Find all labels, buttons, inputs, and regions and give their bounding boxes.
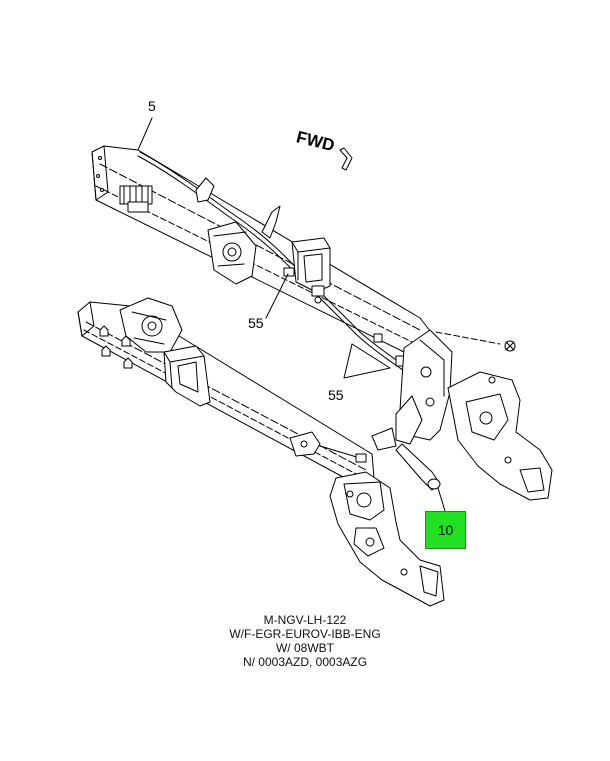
caption-line: W/F-EGR-EUROV-IBB-ENG (229, 627, 381, 641)
fwd-arrow-icon (339, 147, 353, 171)
callout-highlighted-part[interactable]: 10 (425, 511, 466, 549)
upper-rear-hanger (371, 329, 553, 501)
callout-frame-rail: 5 (148, 98, 156, 114)
lower-rear-hanger (329, 471, 445, 607)
upper-spring-hanger (207, 221, 257, 285)
air-horn-part (395, 443, 441, 491)
caption-line: N/ 0003AZD, 0003AZG (242, 655, 368, 669)
leader-lines (137, 117, 446, 512)
lower-box-bracket (163, 345, 211, 407)
diagram-caption: M-NGV-LH-122 W/F-EGR-EUROV-IBB-ENG W/ 08… (0, 613, 610, 669)
upper-clips (283, 267, 407, 367)
fwd-label: FWD (294, 127, 336, 155)
lower-mid-clip (289, 431, 367, 463)
caption-line: W/ 08WBT (275, 641, 334, 655)
callout-clip-upper: 55 (248, 315, 264, 331)
lower-bolts (99, 325, 133, 369)
caption-line: M-NGV-LH-122 (263, 613, 347, 627)
upper-box-bracket (291, 237, 331, 293)
upper-bracket (195, 177, 281, 239)
connector-block (119, 185, 153, 213)
callout-clip-lower: 55 (328, 387, 344, 403)
callout-highlighted-part-label: 10 (437, 522, 454, 538)
